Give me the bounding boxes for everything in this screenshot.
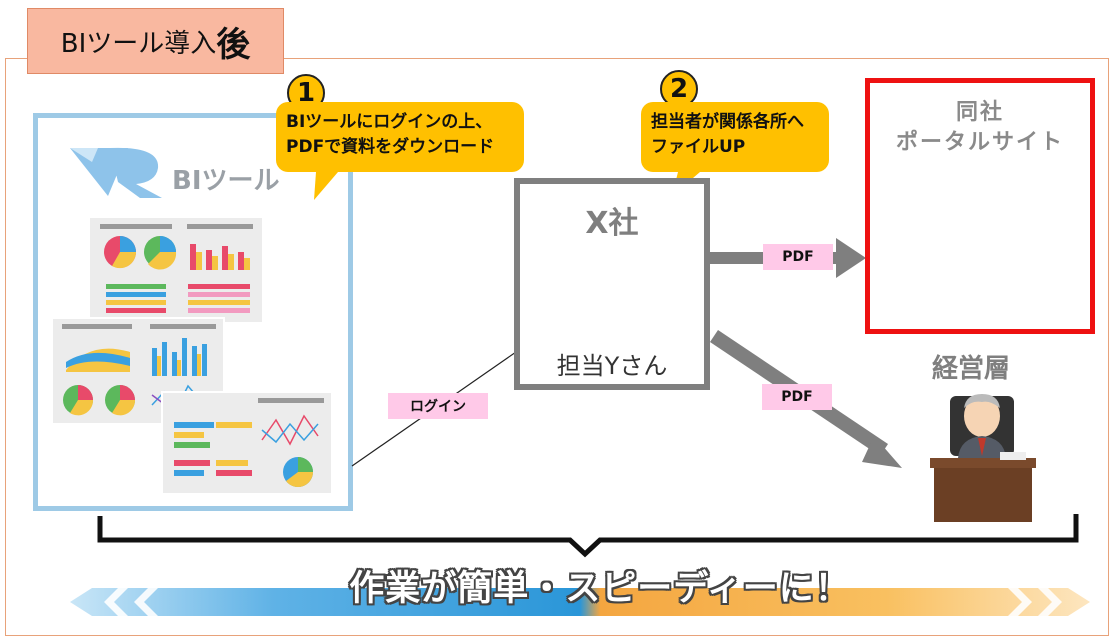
bottom-bracket — [97, 514, 1079, 558]
speed-chevrons — [104, 588, 1062, 616]
step-2-text-line2: ファイルUP — [651, 137, 746, 157]
slogan-text: 作業が簡単・スピーディーに！ — [349, 569, 851, 609]
portal-site-box — [865, 78, 1095, 334]
dashboard-thumbnail-2 — [51, 317, 225, 425]
step-2-callout: 担当者が関係各所へ ファイルUP — [641, 102, 829, 172]
executives-label: 経営層 — [931, 354, 1010, 384]
speed-band — [70, 588, 1090, 616]
company-box — [514, 178, 710, 390]
portal-title-line2: ポータルサイト — [895, 130, 1064, 155]
outer-frame — [5, 58, 1109, 636]
person-in-charge: 担当Yさん — [556, 352, 668, 380]
dashboard-thumbnail-3 — [161, 391, 333, 495]
company-name: X社 — [585, 206, 639, 241]
callout1-tail — [314, 172, 338, 200]
title-prefix: BIツール導入 — [60, 28, 217, 59]
step-1-callout: BIツールにログインの上、 PDFで資料をダウンロード — [276, 102, 524, 172]
bi-tool-label: BIツール — [172, 166, 280, 196]
dashboard-thumbnail-1 — [90, 218, 262, 322]
login-tag: ログイン — [388, 393, 488, 419]
pdf-tag-portal: PDF — [763, 244, 833, 270]
step-1-text-line2: PDFで資料をダウンロード — [286, 137, 495, 157]
page-title: BIツール導入後 — [27, 8, 284, 74]
portal-title-line1: 同社 — [955, 100, 1004, 125]
step-2-text-line1: 担当者が関係各所へ — [651, 112, 804, 132]
bi-logo-icon — [70, 147, 162, 198]
step-1-text-line1: BIツールにログインの上、 — [286, 112, 493, 132]
title-emphasis: 後 — [216, 24, 251, 65]
portal-site-title: 同社 ポータルサイト — [865, 98, 1095, 158]
executive-person-icon — [930, 394, 1036, 522]
step-2-badge: 2 — [660, 70, 698, 108]
pdf-tag-executives: PDF — [762, 384, 832, 410]
